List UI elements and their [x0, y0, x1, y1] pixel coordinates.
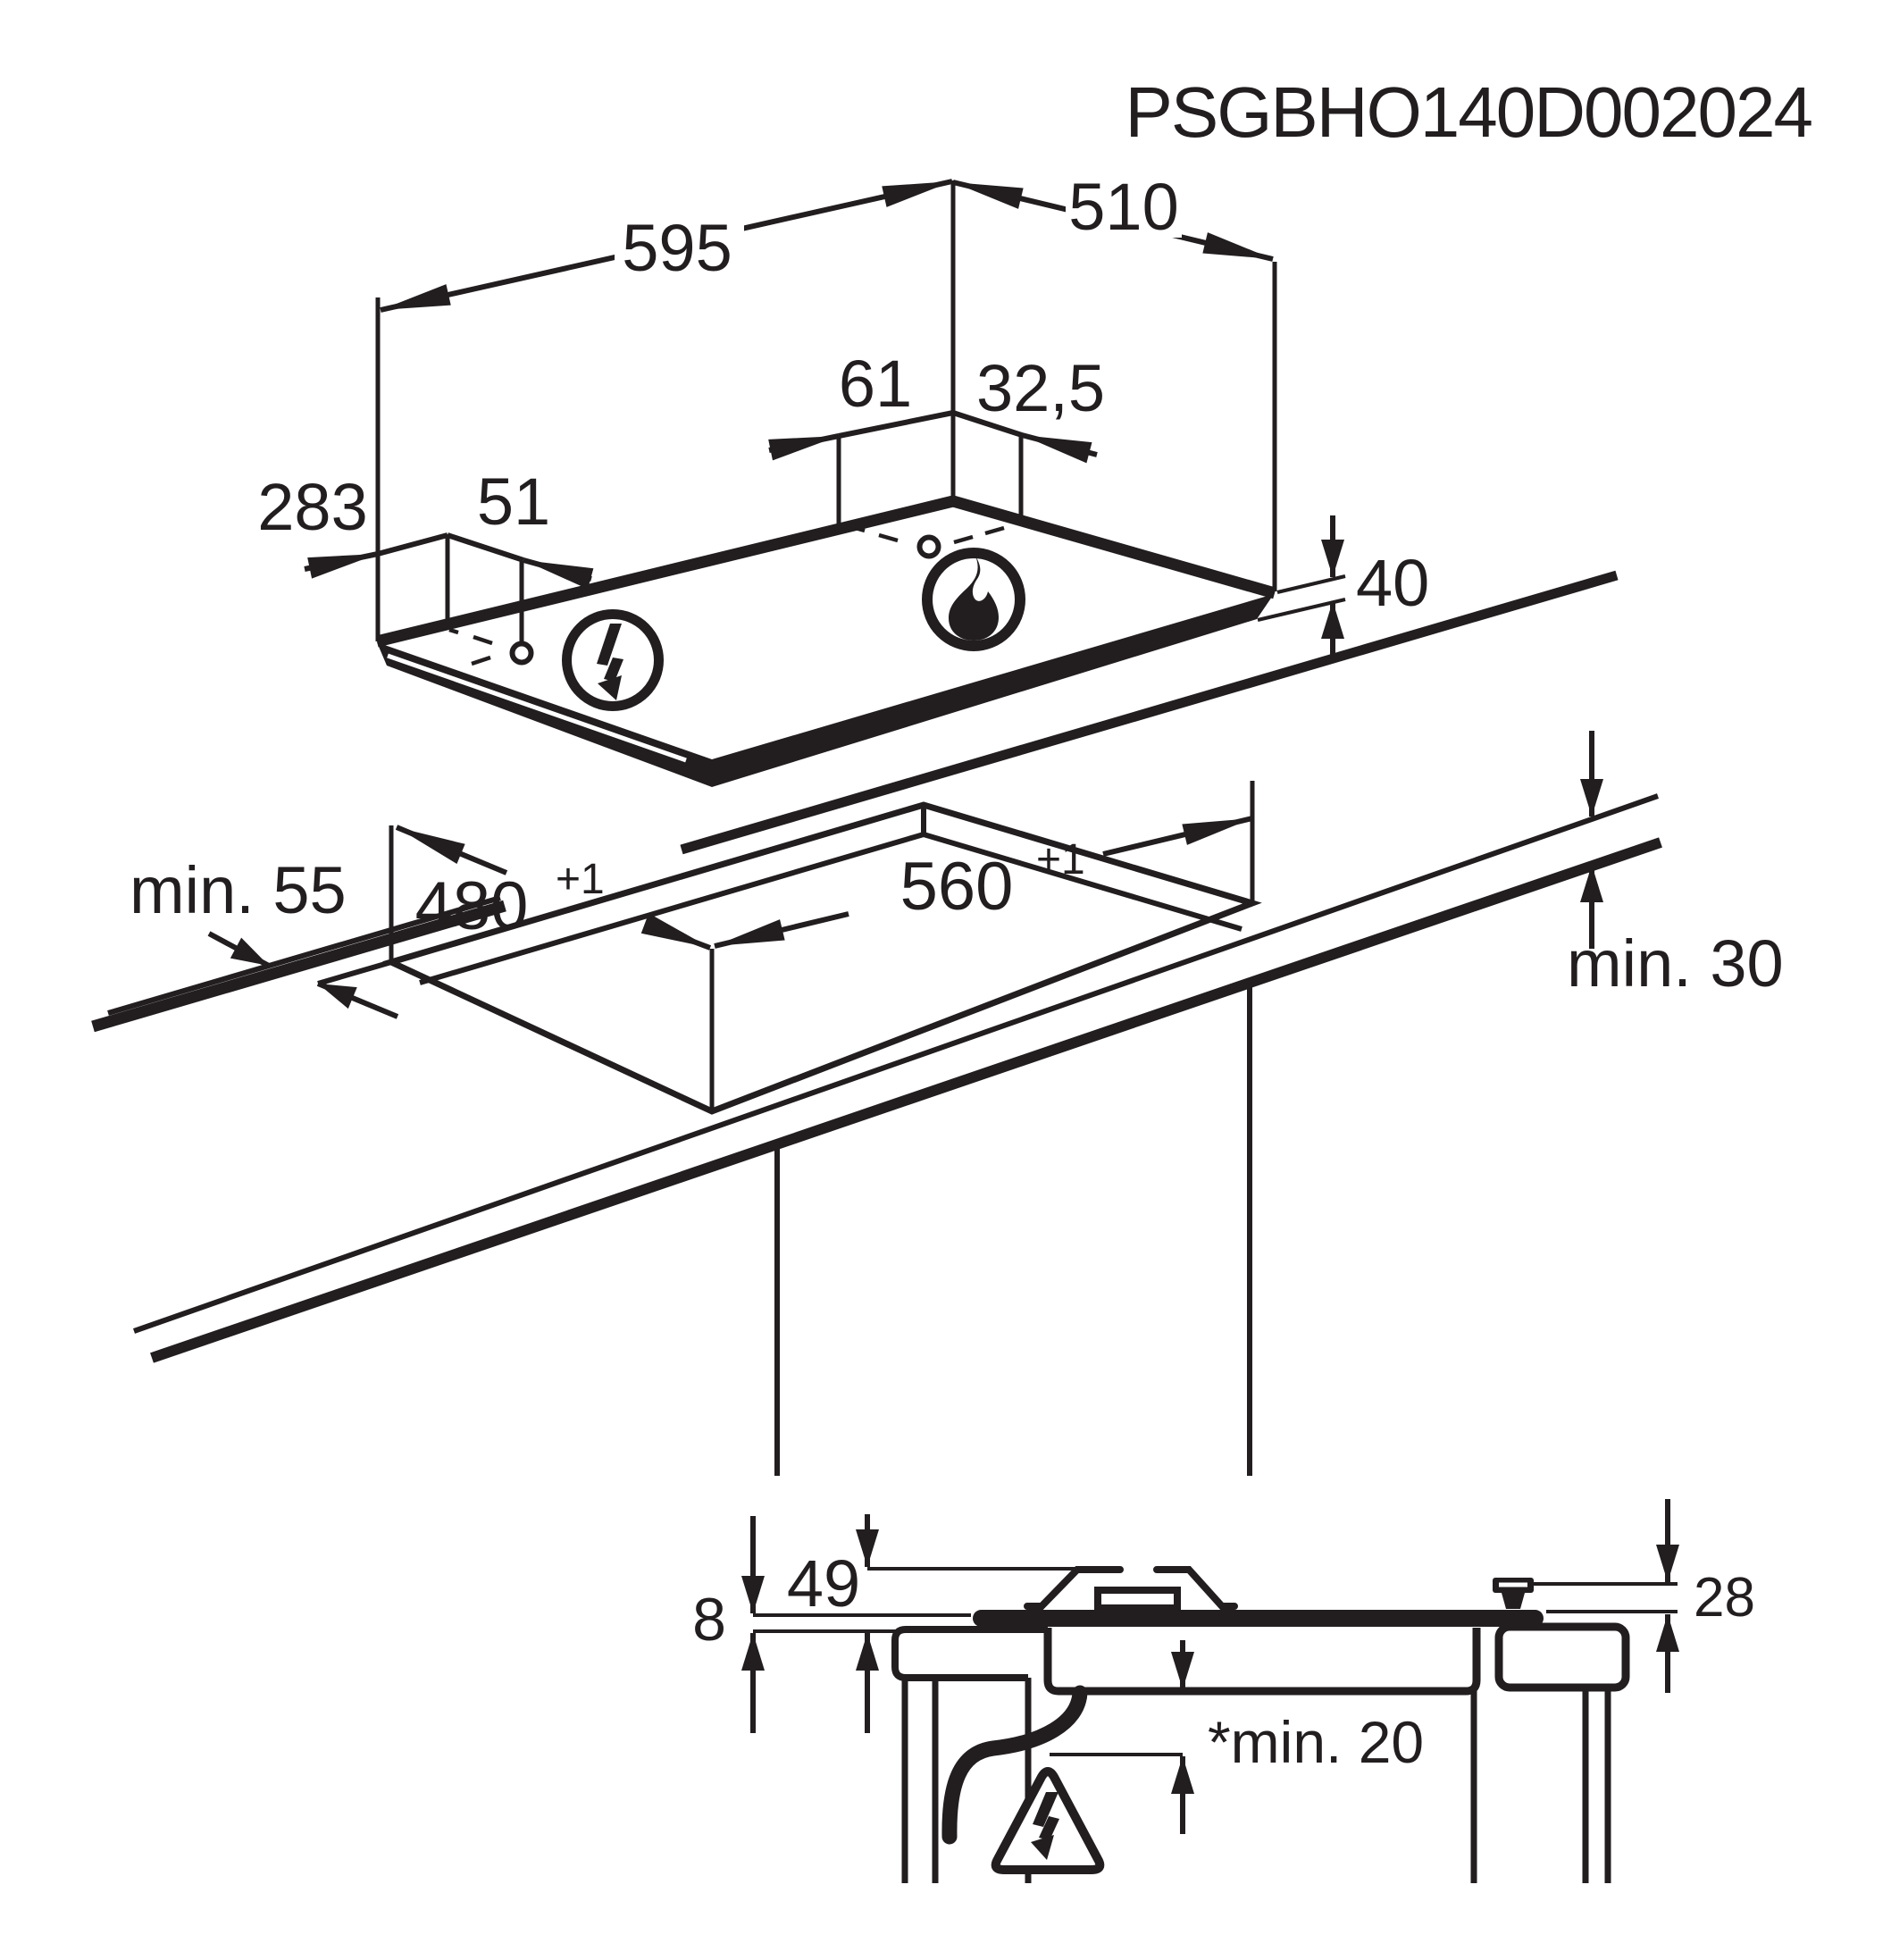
svg-text:PSGBHO140D002024: PSGBHO140D002024	[1125, 72, 1812, 152]
svg-text:min. 55: min. 55	[130, 853, 347, 927]
svg-text:480: 480	[415, 868, 529, 944]
svg-text:560: 560	[900, 849, 1014, 925]
svg-text:51: 51	[477, 465, 550, 539]
svg-text:+1: +1	[556, 856, 605, 903]
svg-text:49: 49	[787, 1546, 860, 1621]
svg-text:510: 510	[1068, 170, 1178, 244]
svg-text:8: 8	[692, 1586, 726, 1654]
svg-text:28: 28	[1694, 1567, 1755, 1629]
svg-text:61: 61	[839, 347, 912, 421]
svg-text:+1: +1	[1036, 836, 1085, 884]
svg-text:32,5: 32,5	[976, 351, 1105, 425]
svg-text:min. 30: min. 30	[1567, 926, 1784, 1001]
svg-text:283: 283	[257, 470, 367, 544]
svg-text:40: 40	[1356, 546, 1429, 620]
svg-text:595: 595	[622, 211, 732, 285]
svg-text:*min. 20: *min. 20	[1208, 1709, 1424, 1775]
